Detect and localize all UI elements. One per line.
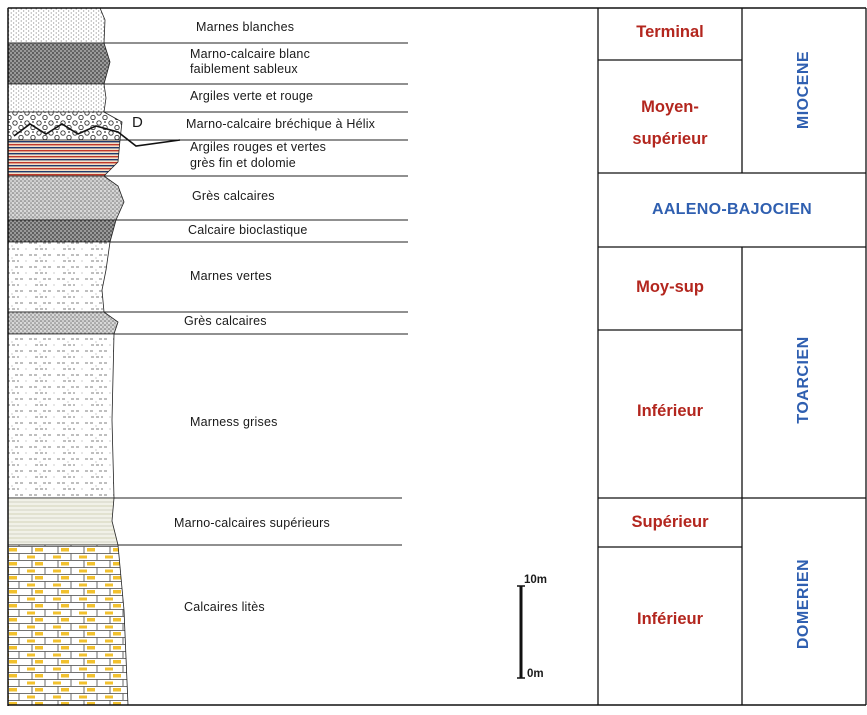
label-calcaires-lites: Calcaires litès bbox=[184, 600, 265, 614]
stage-inferieur-toarcien: Inférieur bbox=[598, 402, 742, 421]
discontinuity-marker-d: D bbox=[132, 114, 143, 131]
label-argiles-vr: Argiles verte et rouge bbox=[190, 89, 313, 103]
epoch-aaleno-bajocien: AALENO-BAJOCIEN bbox=[598, 201, 866, 219]
label-marnes-blanches: Marnes blanches bbox=[196, 20, 294, 34]
layer-calcaire-bioclastique bbox=[8, 220, 116, 242]
label-marness-grises: Marness grises bbox=[190, 415, 278, 429]
layer-marnes-vertes bbox=[8, 242, 110, 312]
label-marno-calcaire-brechique: Marno-calcaire bréchique à Hélix bbox=[186, 117, 375, 131]
lithology-layers bbox=[8, 8, 128, 705]
epoch-toarcien: TOARCIEN bbox=[795, 336, 813, 423]
scale-label-top: 10m bbox=[524, 574, 547, 586]
layer-marness-grises bbox=[8, 334, 114, 498]
stage-superieur: Supérieur bbox=[598, 513, 742, 532]
label-gres-calcaires-1: Grès calcaires bbox=[192, 189, 275, 203]
stage-moy-sup: Moy-sup bbox=[598, 278, 742, 297]
layer-marno-calcaire-blanc bbox=[8, 43, 110, 84]
layer-marnes-blanches bbox=[8, 8, 105, 43]
label-argiles-rv: Argiles rouges et vertes grès fin et dol… bbox=[190, 139, 326, 171]
label-marnes-vertes: Marnes vertes bbox=[190, 269, 272, 283]
layer-argiles-rv bbox=[8, 140, 120, 176]
layer-marno-calcaires-sup bbox=[8, 498, 118, 545]
scale-bar bbox=[517, 586, 525, 678]
layer-gres-calcaires-1 bbox=[8, 176, 124, 220]
stage-terminal: Terminal bbox=[598, 23, 742, 42]
layer-argiles-vr bbox=[8, 84, 106, 112]
layer-calcaires-lites bbox=[8, 545, 128, 705]
stage-moyen-superieur: Moyen- supérieur bbox=[598, 91, 742, 155]
label-calcaire-bioclastique: Calcaire bioclastique bbox=[188, 223, 308, 237]
stage-inferieur-domerien: Inférieur bbox=[598, 610, 742, 629]
epoch-domerien: DOMERIEN bbox=[795, 559, 813, 649]
scale-label-bottom: 0m bbox=[527, 668, 544, 680]
label-gres-calcaires-2: Grès calcaires bbox=[184, 314, 267, 328]
label-marno-calcaires-sup: Marno-calcaires supérieurs bbox=[174, 516, 330, 530]
label-marno-calcaire-blanc: Marno-calcaire blanc faiblement sableux bbox=[190, 47, 310, 77]
layer-gres-calcaires-2 bbox=[8, 312, 118, 334]
epoch-miocene: MIOCENE bbox=[795, 51, 813, 129]
